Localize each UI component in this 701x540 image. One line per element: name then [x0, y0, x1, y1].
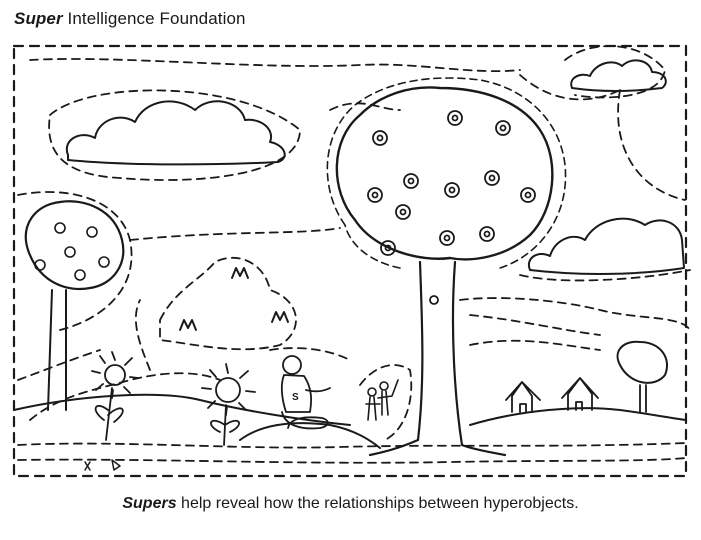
- birds: [179, 267, 289, 331]
- super-emblem: S: [292, 392, 299, 403]
- cloud-top-right: [570, 59, 667, 92]
- caption-rest: help reveal how the relationships betwee…: [176, 495, 579, 512]
- people-group: [365, 379, 399, 421]
- tree-small-right: [616, 340, 668, 413]
- tree-left: [24, 200, 125, 411]
- houses: [505, 377, 599, 413]
- dashed-regions: [17, 45, 691, 464]
- page-header: Super Intelligence Foundation: [14, 9, 246, 29]
- super-figure: [280, 355, 331, 430]
- brand-rest: Intelligence Foundation: [62, 9, 246, 28]
- caption-bold: Supers: [122, 495, 177, 512]
- dashed-frame: [12, 44, 688, 478]
- tree-big: [326, 77, 567, 457]
- cloud-left: [65, 100, 286, 166]
- caption: Supers help reveal how the relationships…: [0, 495, 701, 513]
- sunflower-right: [201, 363, 256, 446]
- ground-marks: [84, 459, 121, 471]
- brand-bold: Super: [14, 9, 63, 28]
- sunflower-left: [91, 351, 139, 441]
- cloud-right: [527, 217, 685, 275]
